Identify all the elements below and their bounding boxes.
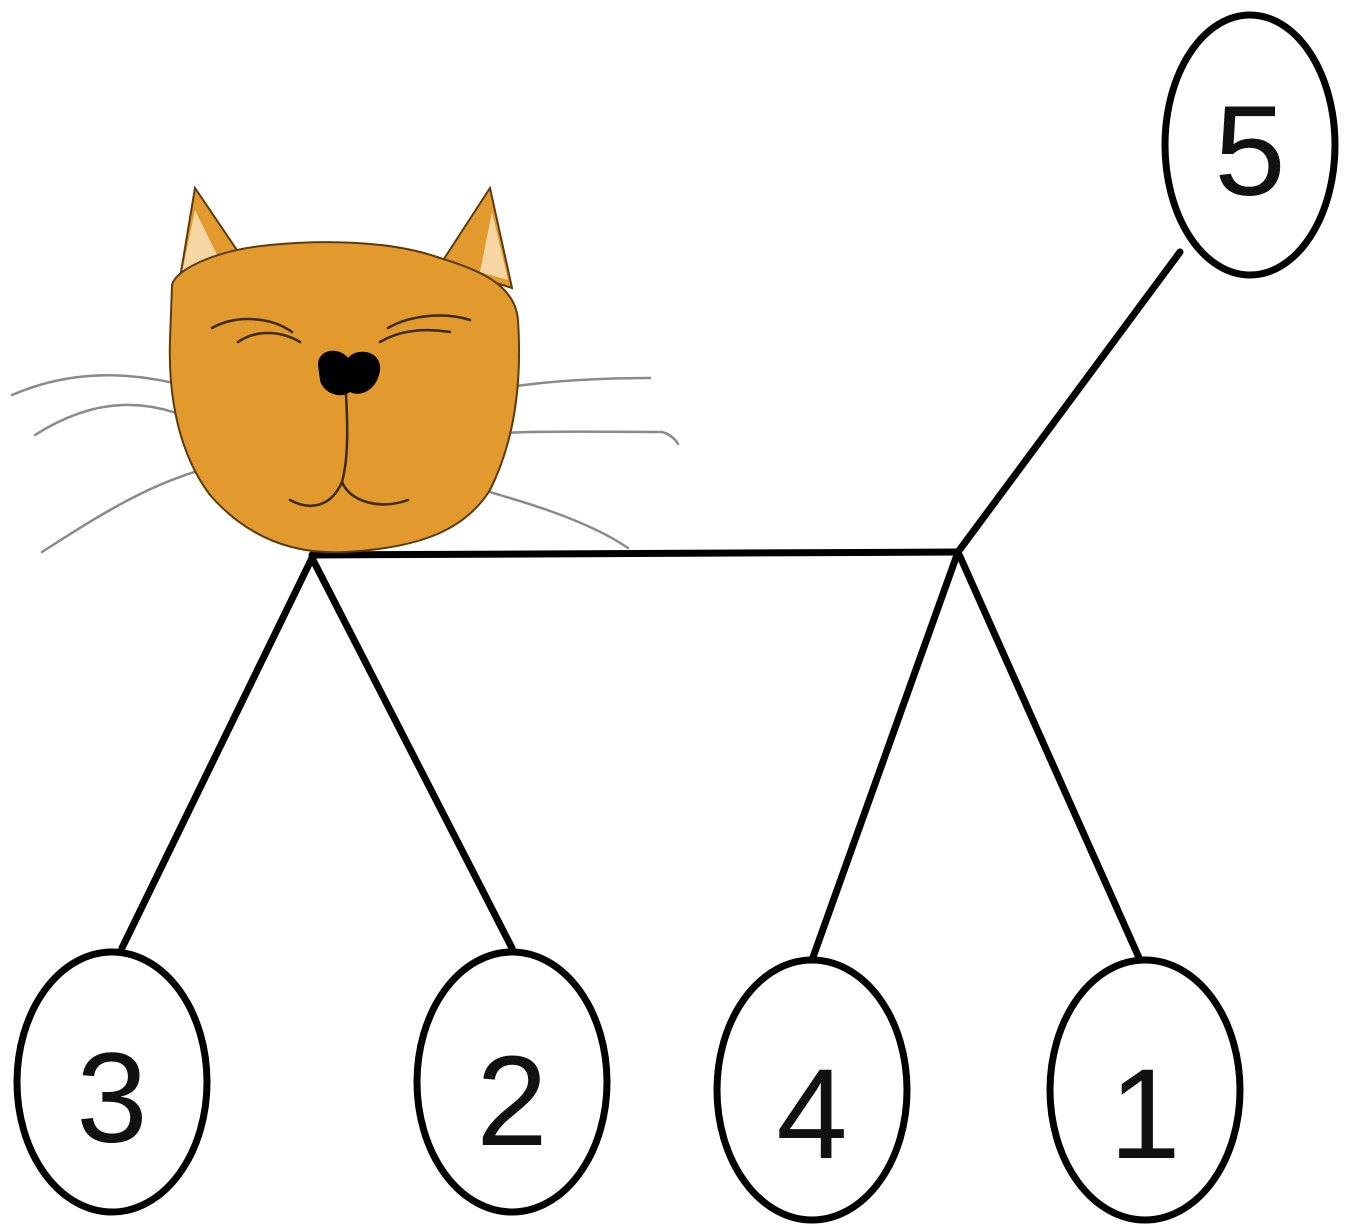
edge-root-junction: [308, 548, 962, 559]
cat-nose: [318, 350, 381, 396]
node-3: 3: [13, 948, 211, 1216]
edge-junction-4: [808, 548, 962, 964]
node-5: 5: [1161, 11, 1339, 279]
node-2: 2: [413, 948, 611, 1216]
node-5-label: 5: [1214, 80, 1285, 223]
cat-head-icon: [168, 185, 521, 554]
node-4-label: 4: [776, 1043, 847, 1186]
node-3-label: 3: [76, 1027, 147, 1170]
node-2-label: 2: [476, 1030, 547, 1173]
tree-edges: [118, 248, 1184, 964]
edge-junction-1: [954, 548, 1144, 964]
node-1-label: 1: [1109, 1043, 1180, 1186]
edge-root-3: [118, 554, 316, 952]
edge-junction-5: [954, 248, 1184, 556]
node-1: 1: [1046, 956, 1244, 1224]
edge-root-2: [308, 554, 516, 952]
node-4: 4: [713, 956, 911, 1224]
